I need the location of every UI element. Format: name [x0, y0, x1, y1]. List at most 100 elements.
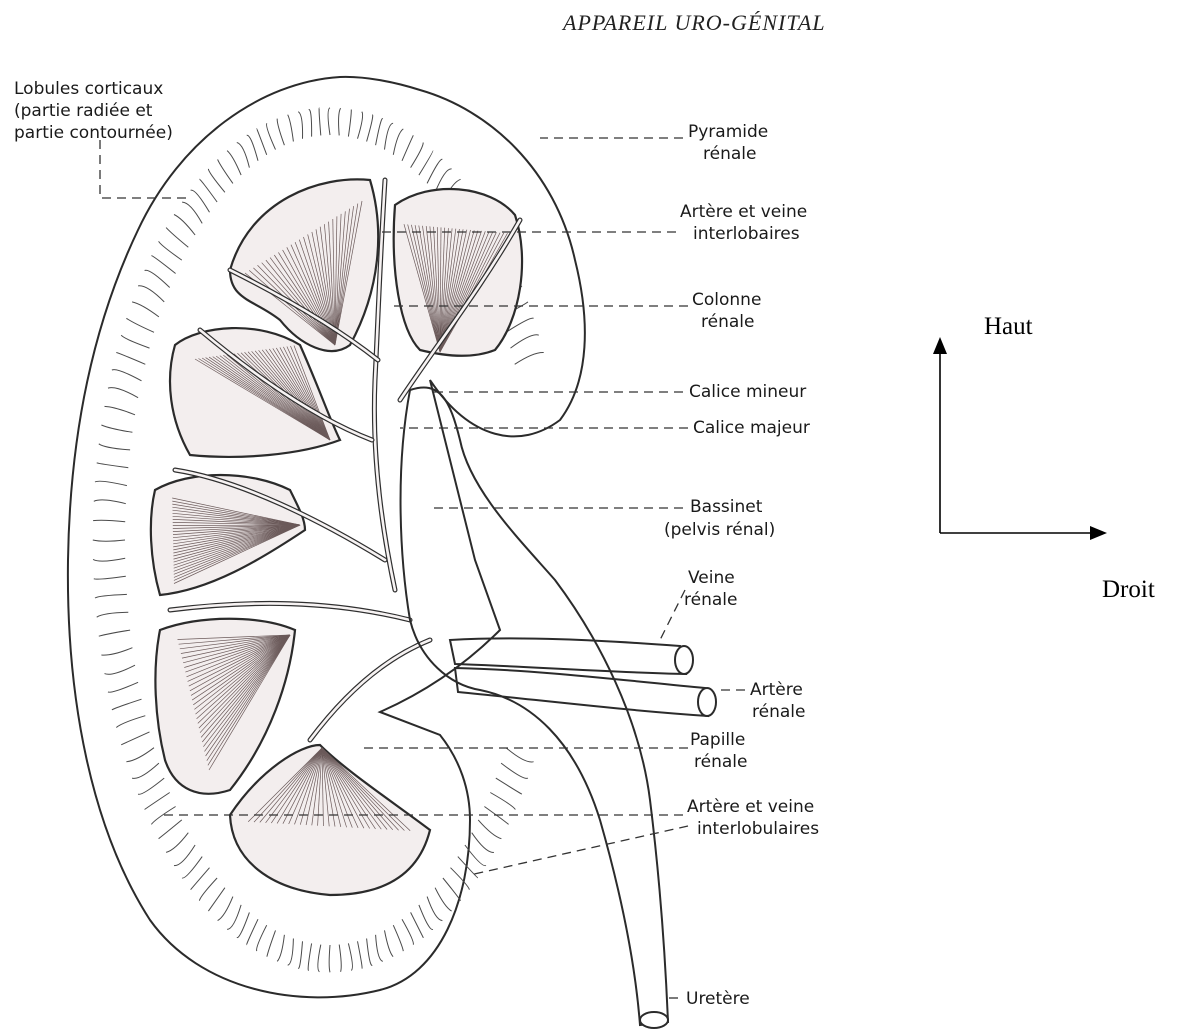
cortical-twig: [393, 129, 403, 155]
cortical-twig: [191, 190, 210, 212]
cortical-twig: [95, 481, 127, 485]
cortical-twig: [358, 112, 363, 139]
label-interlobulaires-2: interlobulaires: [697, 819, 819, 839]
label-uretere: Uretère: [686, 989, 750, 1009]
cortical-twig: [328, 108, 330, 135]
cortical-twig: [367, 115, 373, 142]
cortical-twig: [490, 793, 515, 810]
cortical-twig: [99, 630, 130, 636]
cortical-twig: [376, 118, 383, 145]
cortical-twig: [298, 941, 302, 968]
label-lobules-3: partie contournée): [14, 123, 173, 143]
label-bassinet-1: Bassinet: [690, 497, 763, 517]
cortical-twig: [358, 941, 363, 968]
cortical-twig: [419, 151, 433, 176]
cortical-twig: [435, 888, 452, 911]
cortical-twig: [367, 939, 373, 966]
cortical-twig: [159, 820, 182, 839]
cortical-twig: [247, 919, 258, 945]
cortical-twig: [182, 857, 202, 878]
cortical-twig: [132, 763, 159, 778]
cortical-twig: [376, 935, 383, 962]
page-header: APPAREIL URO-GÉNITAL: [561, 10, 826, 35]
label-papille-2: rénale: [694, 752, 747, 772]
cortical-twig: [93, 540, 125, 541]
cortical-twig: [298, 112, 302, 139]
cortical-twig: [515, 352, 544, 364]
pyramid-2: [394, 189, 522, 356]
label-veine-1: Veine: [688, 568, 735, 588]
cortical-twig: [174, 845, 195, 866]
cortical-twig: [105, 665, 136, 674]
cortical-twig: [116, 353, 145, 365]
cortical-twig: [411, 912, 424, 937]
cortical-twig: [501, 763, 528, 778]
cortical-twig: [166, 833, 188, 853]
cortical-twig: [319, 108, 321, 135]
cortical-twig: [443, 878, 461, 901]
cortical-twig: [93, 520, 125, 522]
cortical-twig: [93, 558, 125, 561]
cortical-twig: [227, 905, 241, 930]
cortical-twig: [472, 833, 494, 853]
label-interlobaires-1: Artère et veine: [680, 202, 807, 222]
cortical-twig: [97, 612, 129, 617]
cortical-twig: [208, 169, 225, 192]
cortical-twig: [393, 925, 403, 951]
cortical-twig: [121, 732, 149, 745]
cortical-twig: [108, 682, 138, 692]
cortical-twig: [339, 108, 341, 135]
kidney-drawing: [68, 77, 716, 1028]
cortical-twig: [318, 945, 321, 972]
arrow-up-icon: [933, 337, 947, 354]
label-interlobulaires-1: Artère et veine: [687, 797, 814, 817]
cortical-twig: [132, 302, 159, 317]
cortical-twig: [166, 228, 188, 248]
cortical-twig: [94, 500, 126, 504]
cortical-twig: [199, 179, 217, 202]
cortical-twig: [385, 930, 394, 956]
cortical-twig: [99, 444, 130, 450]
label-lobules-1: Lobules corticaux: [14, 79, 163, 99]
cortical-twig: [427, 897, 442, 921]
cortical-twig: [101, 648, 132, 655]
cortical-twig: [308, 943, 311, 970]
cortical-twig: [95, 594, 127, 598]
cortical-twig: [402, 135, 413, 161]
cortical-twig: [288, 939, 294, 966]
cortical-twig: [112, 370, 142, 381]
cortical-twig: [277, 935, 284, 962]
label-bassinet-2: (pelvis rénal): [664, 520, 775, 540]
cortical-twig: [419, 905, 433, 930]
cortical-twig: [126, 318, 154, 332]
cortical-twig: [101, 425, 132, 432]
label-droit: Droit: [1102, 576, 1155, 603]
label-papille-1: Papille: [690, 730, 745, 750]
label-colonne-1: Colonne: [692, 290, 761, 310]
cortical-twig: [496, 778, 522, 794]
cortical-twig: [411, 143, 424, 168]
cortical-twig: [138, 778, 164, 794]
ureter-opening: [640, 1012, 668, 1028]
renal-hilum-vessels: [450, 638, 716, 716]
label-pyramide-2: rénale: [703, 144, 756, 164]
cortical-twig: [108, 388, 138, 398]
cortical-twig: [191, 868, 210, 890]
arrow-right-icon: [1090, 526, 1107, 540]
cortical-twig: [237, 143, 250, 168]
cortical-twig: [402, 919, 413, 945]
cortical-twig: [247, 135, 258, 161]
cortical-twig: [427, 159, 442, 183]
cortical-twig: [478, 820, 501, 839]
cortical-twig: [208, 888, 225, 911]
cortical-twig: [159, 241, 182, 260]
label-haut: Haut: [984, 313, 1033, 340]
label-calice-mineur: Calice mineur: [689, 382, 806, 402]
cortical-twig: [138, 286, 164, 302]
cortical-twig: [174, 215, 195, 236]
cortical-twig: [126, 748, 154, 762]
label-pyramide-1: Pyramide: [688, 122, 768, 142]
cortical-twig: [112, 699, 142, 710]
label-interlobaires-2: interlobaires: [693, 224, 800, 244]
cortical-twig: [218, 897, 233, 921]
